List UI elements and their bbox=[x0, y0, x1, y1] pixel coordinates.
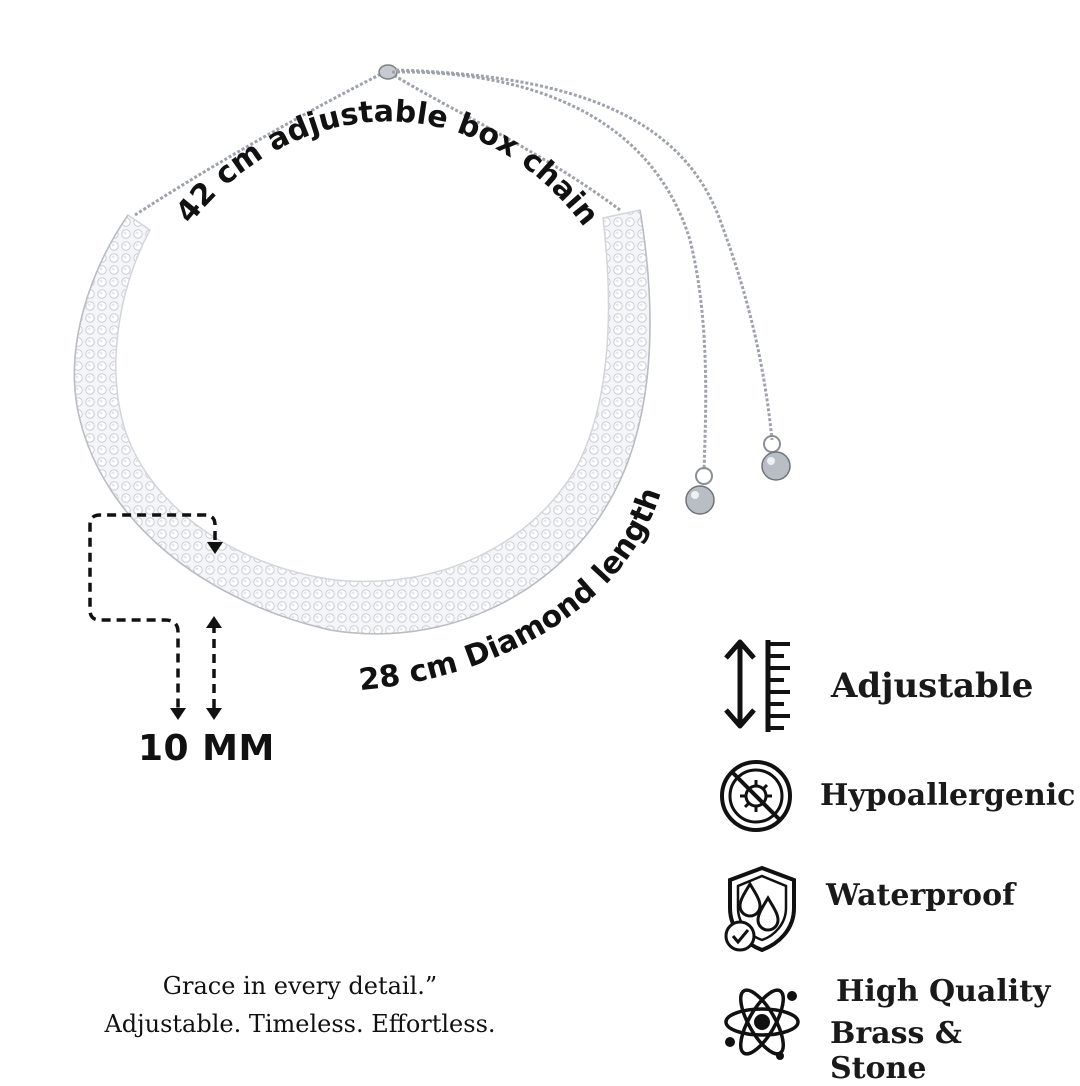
feature-quality: High Quality Brass & Stone bbox=[722, 970, 1062, 1086]
feature-hypoallergenic-label: Hypoallergenic bbox=[820, 778, 1076, 813]
tagline-line1: Grace in every detail.” bbox=[162, 972, 438, 1000]
width-measure-arrows bbox=[88, 513, 217, 708]
feature-adjustable: Adjustable bbox=[718, 636, 1058, 736]
chain-length-label: 42 cm adjustable box chain bbox=[169, 94, 605, 232]
hypoallergenic-icon bbox=[720, 760, 792, 832]
feature-waterproof-label: Waterproof bbox=[826, 878, 1015, 913]
tagline-line2: Adjustable. Timeless. Effortless. bbox=[104, 1010, 496, 1038]
feature-waterproof: Waterproof bbox=[722, 864, 1042, 954]
feature-hypoallergenic: Hypoallergenic bbox=[718, 758, 1075, 838]
width-label: 10 MM bbox=[138, 728, 275, 769]
atom-icon bbox=[724, 988, 800, 1060]
feature-adjustable-label: Adjustable bbox=[831, 666, 1034, 706]
waterproof-shield-icon bbox=[724, 865, 796, 953]
feature-quality-label-line2: Brass & Stone bbox=[830, 1016, 962, 1086]
feature-quality-label-line1: High Quality bbox=[836, 974, 1051, 1009]
adjustable-ruler-icon bbox=[724, 639, 790, 732]
